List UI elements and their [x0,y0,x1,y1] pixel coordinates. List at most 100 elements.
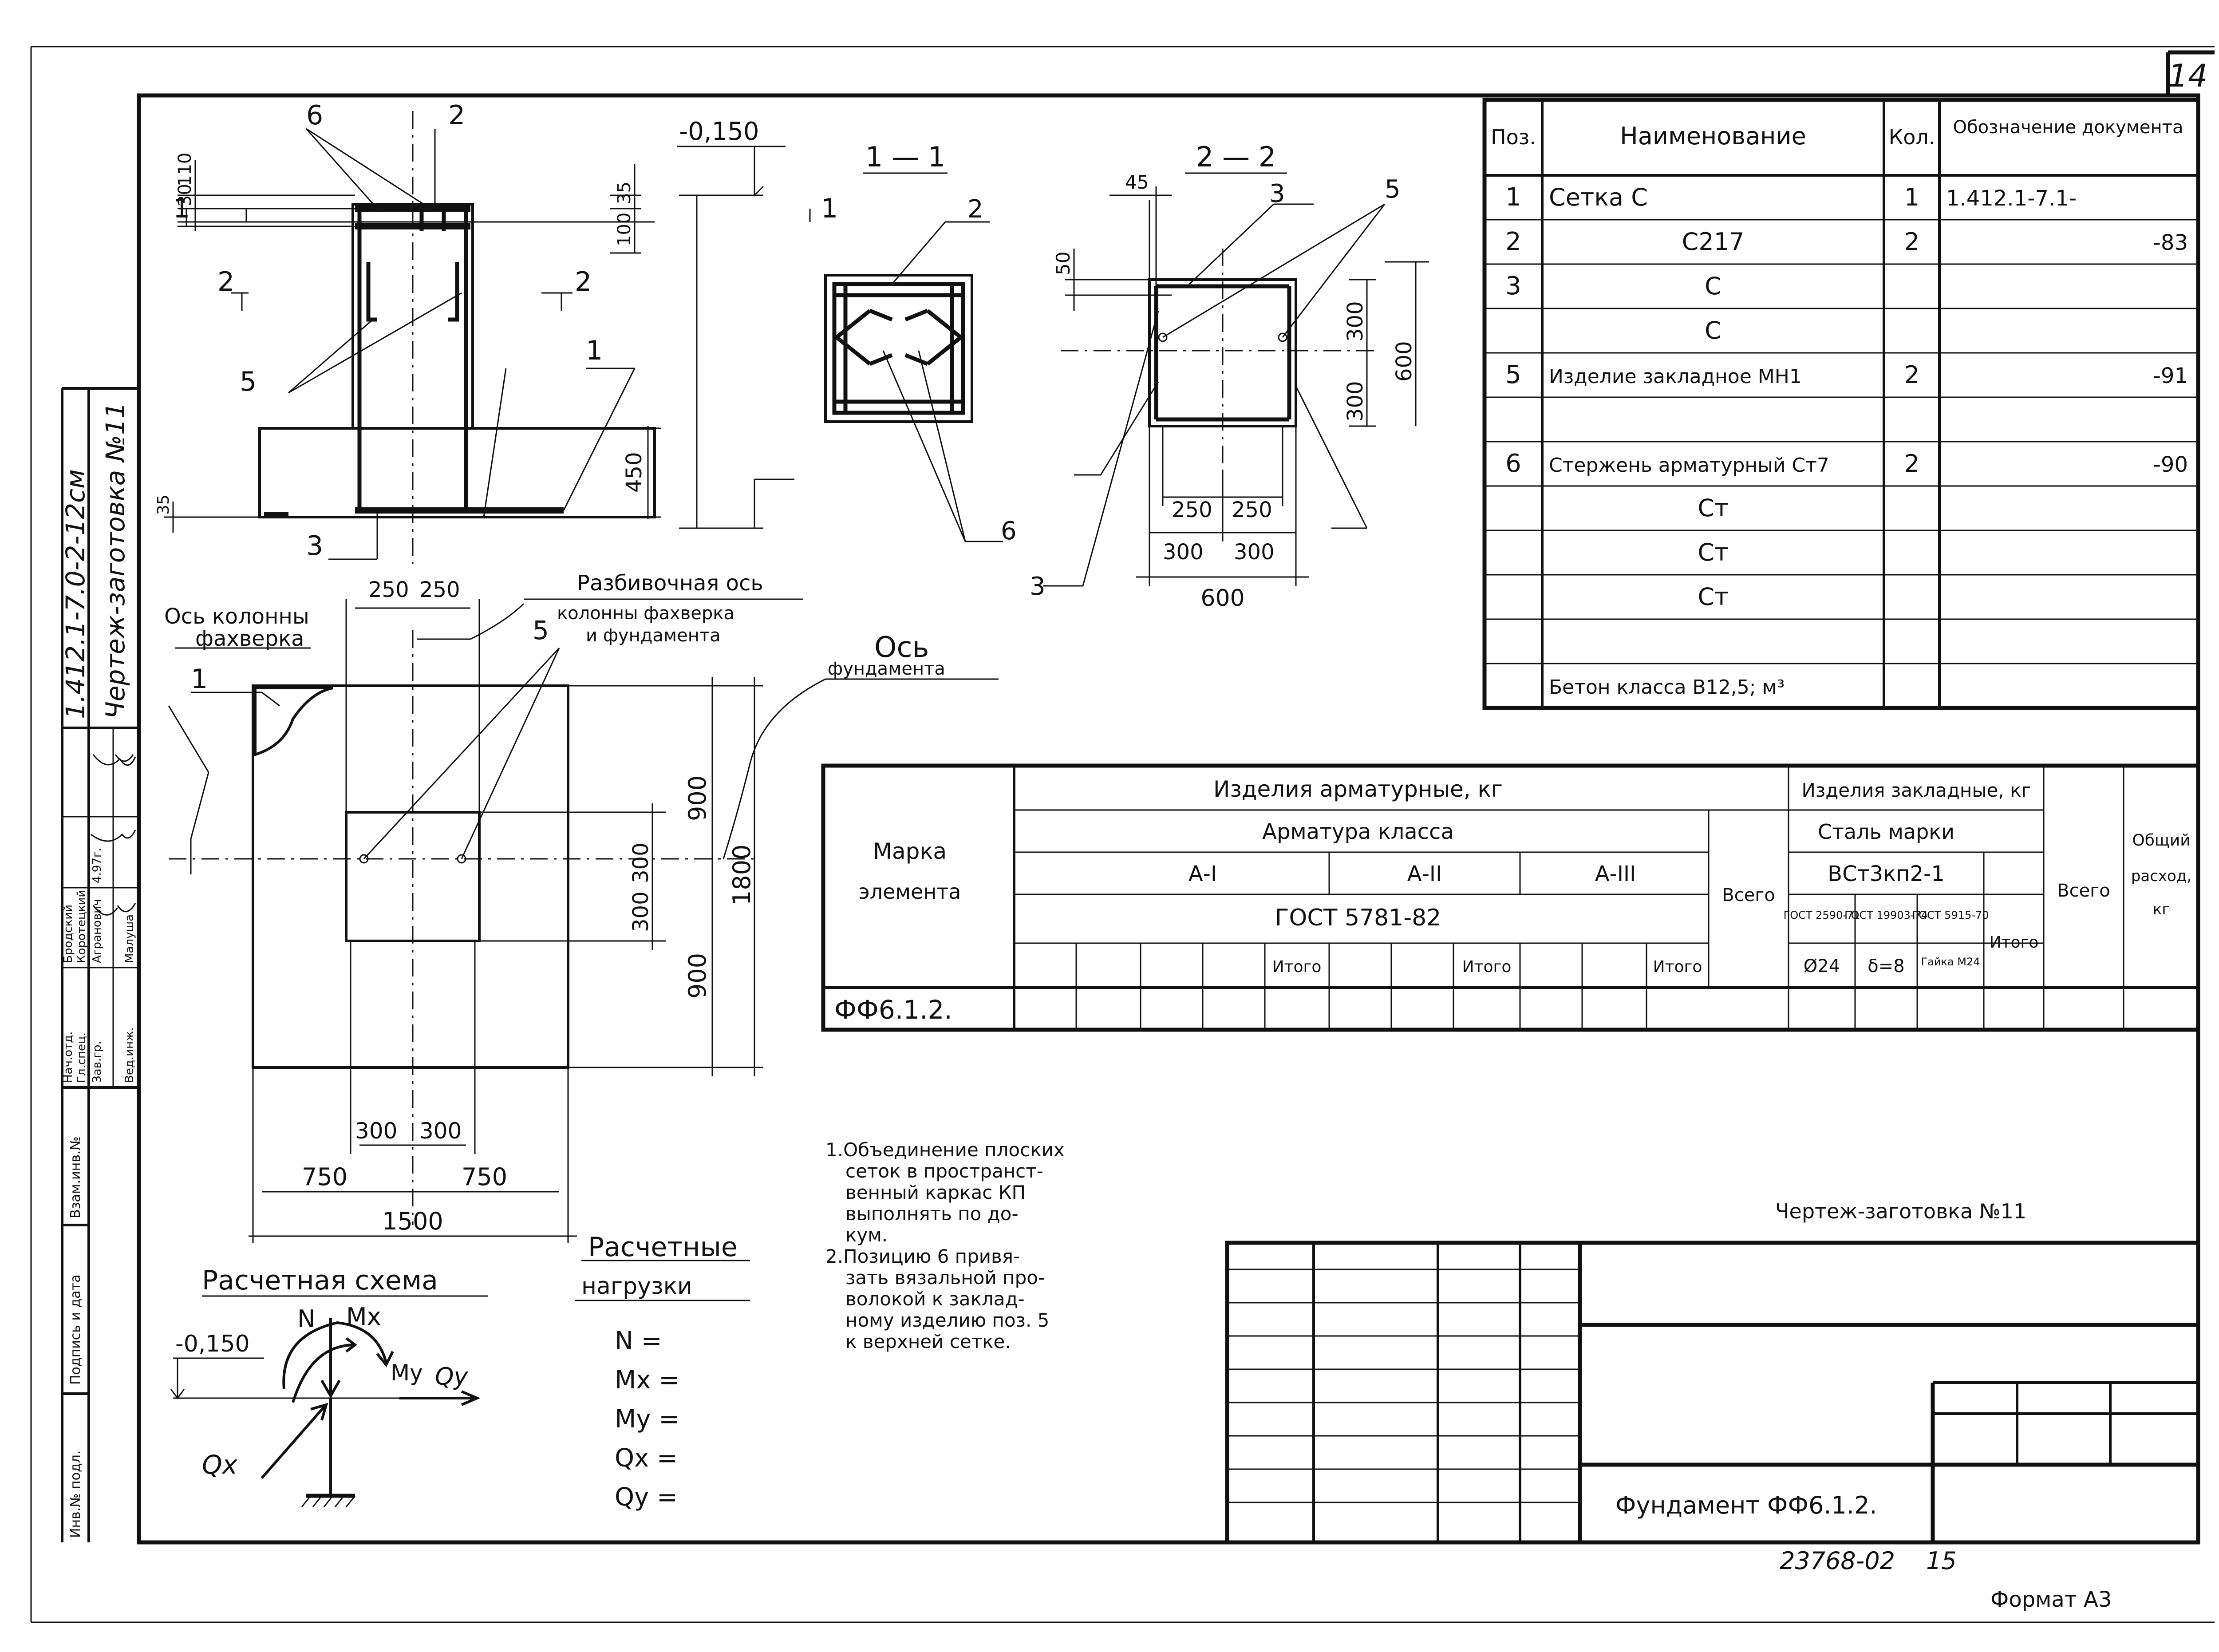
side-stamp [61,387,139,1542]
archive-number: 23768-02 [1780,1547,1895,1575]
spec-row-6-qty: 2 [1904,450,1919,478]
elev-dim-35-bottom: 35 [154,494,173,515]
section-1-1 [824,172,1003,542]
section-2-2 [1043,172,1429,587]
plan-dim-300-upper: 300 [628,842,653,883]
steel-gost-b: ГОСТ 19903-74 [1844,909,1928,921]
steel-rebar-products: Изделия арматурные, кг [1213,776,1503,802]
steel-element-mark: ФФ6.1.2. [834,995,952,1025]
section-2-2-dim-45: 45 [1125,171,1149,193]
load-item-0: N = [615,1327,662,1356]
section-2-2-title: 2 — 2 [1196,141,1276,173]
elev-dim-35-top: 35 [614,182,635,204]
steel-total-embedded: Итого [1990,933,2039,952]
stamp-role-1: Гл.спец. [75,1032,88,1083]
loads-title-line1: Расчетные [588,1232,738,1263]
spec-header-qty: Кол. [1889,125,1935,149]
steel-size-b: δ=8 [1868,956,1904,976]
elev-section-2-right: 2 [575,266,592,297]
sheet-number: 14 [2168,58,2207,94]
spec-row-1-name: С217 [1682,228,1745,256]
elev-section-1-left: 1 [173,193,190,224]
elev-label-3: 3 [306,530,323,561]
steel-gost-a: ГОСТ 2590-71 [1784,909,1860,921]
section-2-2-dim-600-vertical: 600 [1392,341,1417,382]
plan-dim-750-right: 750 [462,1163,507,1191]
elevation-view [164,111,811,564]
calc-scheme-My: My [391,1360,423,1386]
plan-label-5: 5 [533,615,549,645]
plan-foundation-axis-line1: Ось [874,631,929,664]
note-line-7: волокой к заклад- [845,1288,1025,1310]
spec-table-grid [1482,98,2200,710]
note-line-3: выполнять по до- [845,1203,1019,1225]
load-item-2: My = [615,1405,679,1434]
note-line-9: к верхней сетке. [845,1331,1011,1352]
spec-row-0-doc: 1.412.1-7.1- [1946,186,2077,211]
elev-dim-450: 450 [622,452,647,493]
section-2-2-dim-300-lower: 300 [1343,381,1368,422]
page-number: 15 [1926,1547,1957,1575]
stamp-name-1: Коротецкий [75,890,88,963]
elev-dim-110: 110 [175,153,195,186]
steel-rebar-class: Арматура класса [1262,819,1454,844]
loads-list: N =Mx =My =Qx =Qy = [615,1327,679,1512]
spec-row-6-doc: -90 [2153,452,2188,477]
load-item-1: Mx = [615,1366,679,1395]
spec-row-4-pos: 5 [1505,360,1521,389]
calc-scheme-title: Расчетная схема [202,1265,438,1296]
section-2-2-label-5: 5 [1385,175,1401,204]
note-line-2: венный каркас КП [845,1182,1026,1203]
steel-table-grid [821,763,2200,1032]
steel-sum-embedded: Всего [2057,881,2110,901]
elev-label-1: 1 [586,335,603,366]
spec-row-4-doc: -91 [2153,364,2188,388]
plan-view [168,598,999,1243]
steel-overall-line1: Общий [2132,831,2190,850]
plan-dim-1800: 1800 [728,845,756,905]
elev-section-1-right: 1 [821,193,838,224]
elev-dim-100: 100 [614,213,635,246]
elev-elevation-mark: -0,150 [679,117,759,146]
calc-scheme-Mx: Mx [346,1303,381,1331]
elev-section-2-left: 2 [217,266,234,297]
section-2-2-dim-250-right: 250 [1232,498,1272,522]
plan-dim-900-upper: 900 [683,775,711,821]
spec-row-6-pos: 6 [1505,449,1521,478]
plan-dim-300-bottom-right: 300 [419,1118,462,1144]
stamp-name-2: Агранович [91,899,104,963]
steel-sum-rebar: Всего [1722,885,1775,905]
section-2-2-label-3-top: 3 [1269,179,1285,208]
signature-marks [91,754,136,916]
loads-title-line2: нагрузки [581,1273,692,1300]
section-1-1-label-6: 6 [1001,517,1017,545]
stamp-document-code: 1.412.1-7.0-2-12см [60,469,91,719]
note-line-4: кум. [845,1224,888,1246]
steel-steel-name: ВСт3кп2-1 [1828,862,1945,886]
spec-header-name: Наименование [1620,122,1806,150]
spec-row-3-name: С [1705,316,1722,344]
spec-row-0-pos: 1 [1505,183,1521,212]
calc-scheme-elevation: -0,150 [175,1331,250,1357]
drawing-title-main: Чертеж-заготовка №11 [1775,1199,2026,1223]
spec-header-doc: Обозначение документа [1953,117,2183,138]
spec-row-4-name: Изделие закладное МН1 [1549,365,1802,388]
steel-class-a2: А-II [1407,862,1442,886]
spec-row-2-pos: 3 [1505,272,1521,300]
steel-mark-line1: Марка [873,838,947,864]
spec-row-8-name: Ст [1698,538,1728,566]
spec-row-1-doc: -83 [2153,230,2188,255]
note-line-0: 1.Объединение плоских [825,1139,1065,1161]
plan-layout-axis-line3: и фундамента [586,625,721,646]
title-block-grid [1225,1241,2200,1545]
stamp-role-0: Нач.отд. [62,1032,75,1083]
stamp-date-2: 4.97г. [91,848,104,883]
steel-overall-line2: расход, [2131,867,2191,885]
section-2-2-dim-600-horizontal: 600 [1200,585,1244,612]
plan-dim-750-left: 750 [302,1163,347,1191]
plan-foundation-axis-line2: фундамента [828,659,945,679]
spec-row-1-qty: 2 [1904,228,1919,256]
steel-total-a3: Итого [1653,958,1702,976]
spec-row-6-name: Стержень арматурный Ст7 [1549,454,1829,477]
